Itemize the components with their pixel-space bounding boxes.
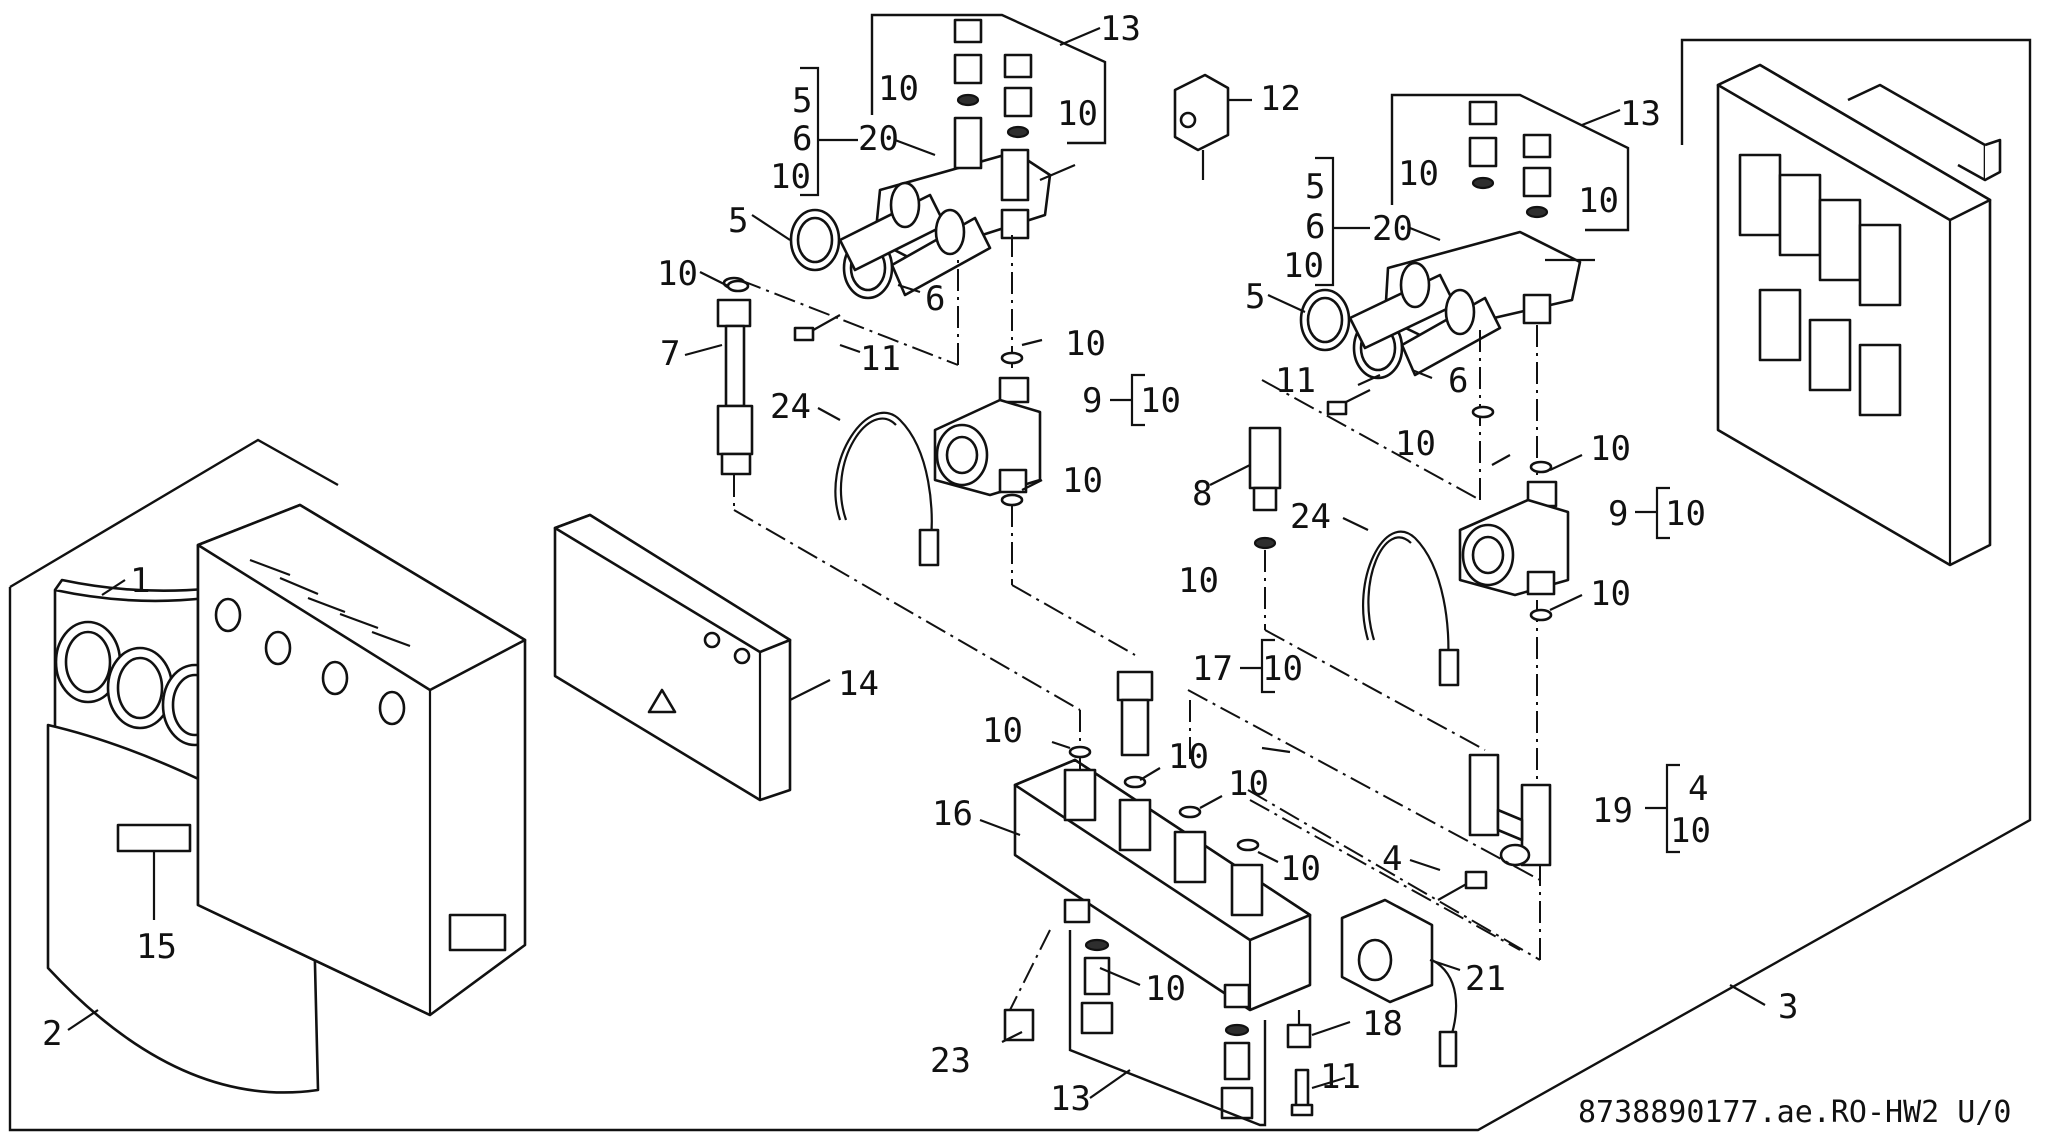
label-part-4-bracket: 4 [1688,769,1708,809]
label-part-10-a: 10 [878,69,919,109]
label-part-10-m: 10 [1590,574,1631,614]
label-part-5-right: 5 [1245,277,1265,317]
label-part-10-p: 10 [1168,737,1209,777]
label-part-6-right: 6 [1448,361,1468,401]
end-cap-23 [1003,1008,1035,1042]
tee-fitting-19 [1468,753,1552,867]
wall-mount-bracket [1716,63,2002,567]
label-part-10-i: 10 [1395,424,1436,464]
label-part-10-k: 10 [1665,494,1706,534]
label-part-5-left: 5 [728,201,748,241]
label-part-2: 2 [42,1014,62,1054]
part-labels: 1 2 15 14 3 13 10 10 5 6 10 20 5 6 10 7 … [42,9,2011,1130]
label-part-10-n: 10 [1262,649,1303,689]
valve-actuator-small [1173,73,1230,180]
manifold-16 [1013,758,1312,1012]
valve-group-right [1299,100,1582,380]
sensor-4 [1437,870,1488,901]
bracket-5-6-10-right [1315,156,1335,287]
label-part-24-right: 24 [1290,497,1331,537]
label-part-14: 14 [838,664,879,704]
bracket-13-upper-left [870,13,1107,145]
label-part-17: 17 [1192,649,1233,689]
label-part-6-left: 6 [925,279,945,319]
fittings-kit-lower [1080,938,1254,1120]
label-part-10-r: 10 [1280,849,1321,889]
label-part-3: 3 [1778,987,1798,1027]
label-part-10-q: 10 [1228,764,1269,804]
label-part-9-left: 9 [1082,381,1102,421]
label-part-10-bracket-right: 10 [1283,246,1324,286]
label-part-9-right: 9 [1608,494,1628,534]
label-part-11-left: 11 [860,339,901,379]
label-part-13-lower: 13 [1050,1079,1091,1119]
label-part-10-l: 10 [1178,561,1219,601]
pump-cable-right [1362,530,1460,687]
label-part-10-j: 10 [1590,429,1631,469]
temperature-sensor-middle [1326,389,1371,416]
label-part-24-left: 24 [770,387,811,427]
leader-lines [67,98,1766,1090]
valve-group-left [789,18,1052,300]
assembly-lines [733,235,1541,1011]
fitting-17 [1116,670,1154,757]
label-part-10-o: 10 [982,711,1023,751]
label-part-13-upper-left: 13 [1100,9,1141,49]
label-part-23: 23 [930,1041,971,1081]
label-part-16: 16 [932,794,973,834]
bracket-13-upper-right [1390,93,1630,232]
label-part-7: 7 [660,334,680,374]
label-part-15: 15 [136,927,177,967]
seal-rings [726,279,1553,852]
label-part-11-bottom: 11 [1320,1057,1361,1097]
bracket-13-lower [1068,930,1267,1127]
group-frame-insulation [9,438,339,589]
label-part-10-c: 10 [657,254,698,294]
mixing-valve-actuator [1340,898,1458,1068]
label-part-10-h: 10 [1578,181,1619,221]
label-part-4: 4 [1382,839,1402,879]
label-part-10-g: 10 [1398,154,1439,194]
label-part-1: 1 [130,561,150,601]
label-part-20-right: 20 [1372,209,1413,249]
label-part-10-d: 10 [1065,324,1106,364]
temperature-sensor-bottom [1290,1068,1314,1117]
temperature-sensor-left [793,314,841,342]
drawing-reference: 8738890177.ae.RO-HW2 U/0 [1578,1095,2011,1130]
label-part-12: 12 [1260,79,1301,119]
label-part-10-s: 10 [1670,811,1711,851]
label-part-10-bracket-left: 10 [770,157,811,197]
control-box [553,513,792,802]
label-part-6-bracket-left: 6 [792,119,812,159]
bracket-5-6-10-left [800,66,820,197]
label-part-18: 18 [1362,1004,1403,1044]
circulation-pump-right [1458,480,1570,597]
pump-cable-left [834,411,940,567]
circulation-pump-left [933,376,1042,507]
bracket-17-10 [1260,638,1275,694]
drain-valve-18 [1286,1010,1312,1049]
label-part-10-f: 10 [1062,461,1103,501]
label-part-11-middle: 11 [1275,361,1316,401]
label-part-10-e: 10 [1140,381,1181,421]
label-part-13-upper-right: 13 [1620,94,1661,134]
label-part-5-bracket-left: 5 [792,81,812,121]
label-part-5-bracket-right: 5 [1305,167,1325,207]
pipe-section-right [1248,426,1282,550]
insulation-rear-block [196,503,527,1017]
label-part-6-bracket-right: 6 [1305,207,1325,247]
label-part-20-left: 20 [858,119,899,159]
label-part-10-b: 10 [1057,94,1098,134]
flow-meter-pipe [716,276,754,476]
label-part-19: 19 [1592,791,1633,831]
label-part-21: 21 [1465,959,1506,999]
label-part-8: 8 [1192,474,1212,514]
label-part-10-t: 10 [1145,969,1186,1009]
group-frame-main [8,38,2032,1132]
